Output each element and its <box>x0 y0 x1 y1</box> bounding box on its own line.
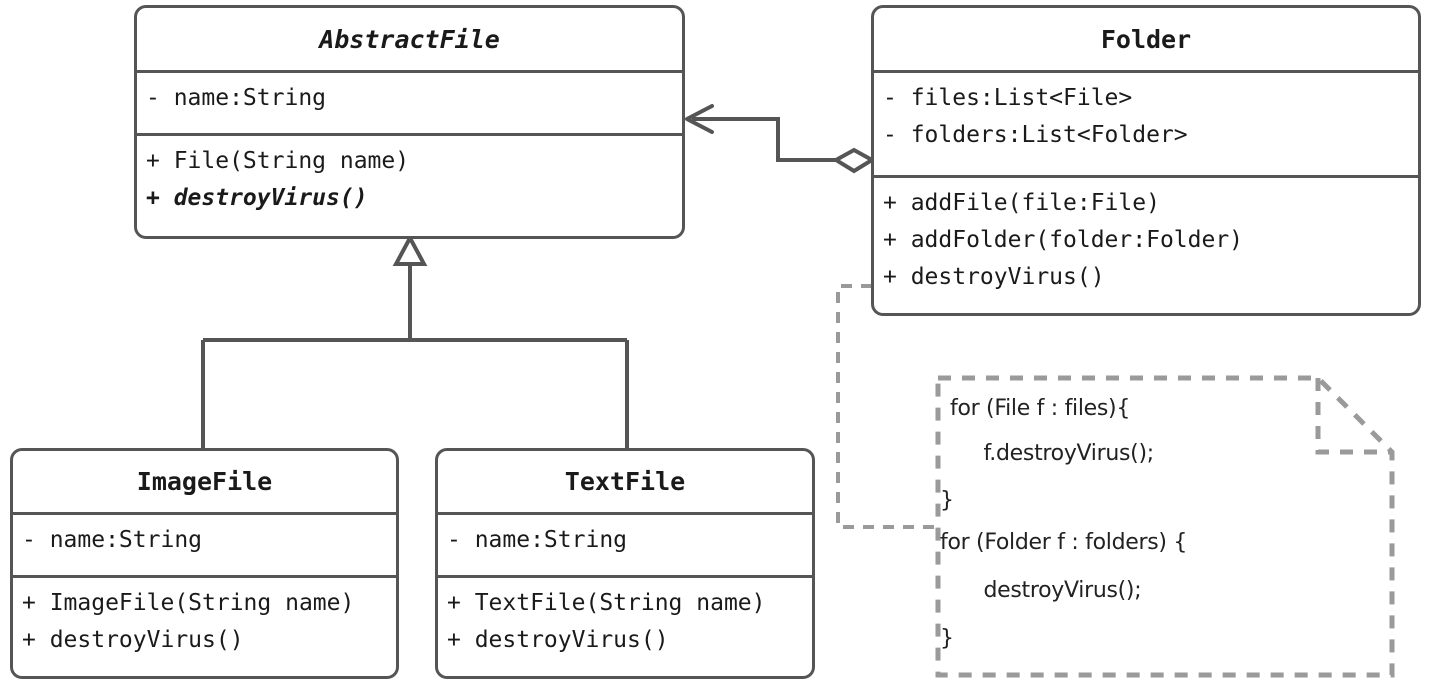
note-line: for (File f : files){ <box>950 396 1131 421</box>
method-row: + TextFile(String name) <box>447 590 766 616</box>
note-line: f.destroyVirus(); <box>950 441 1154 466</box>
attributes-compartment-folder: - files:List<File> - folders:List<Folder… <box>874 70 1418 175</box>
hollow-triangle-icon <box>392 233 428 266</box>
method-row: + addFolder(folder:Folder) <box>883 227 1244 253</box>
note-line: } <box>940 488 954 513</box>
methods-compartment-folder: + addFile(file:File) + addFolder(folder:… <box>874 175 1418 313</box>
open-diamond-icon <box>832 147 876 174</box>
generalization-connector <box>201 233 629 448</box>
note-anchor-line <box>836 284 940 529</box>
attribute-row: - files:List<File> <box>883 85 1133 111</box>
attribute-row: - folders:List<Folder> <box>883 122 1188 148</box>
attributes-compartment-textfile: - name:String <box>438 512 812 575</box>
class-name-imagefile: ImageFile <box>136 467 273 496</box>
class-box-textfile[interactable]: TextFile - name:String + TextFile(String… <box>435 448 815 679</box>
attribute-row: - name:String <box>146 85 327 111</box>
generalization-line <box>201 262 629 448</box>
method-row: + addFile(file:File) <box>883 190 1160 216</box>
attributes-compartment-imagefile: - name:String <box>13 512 396 575</box>
aggregation-connector <box>685 104 876 174</box>
class-name-textfile: TextFile <box>564 467 686 496</box>
class-box-imagefile[interactable]: ImageFile - name:String + ImageFile(Stri… <box>10 448 399 679</box>
note-line: destroyVirus(); <box>950 578 1142 603</box>
method-row: + ImageFile(String name) <box>22 590 355 616</box>
attribute-row: - name:String <box>22 527 203 553</box>
code-note[interactable]: for (File f : files){ f.destroyVirus(); … <box>938 378 1392 675</box>
class-box-abstractfile[interactable]: AbstractFile - name:String + File(String… <box>134 5 685 239</box>
class-name-abstractfile: AbstractFile <box>319 24 500 54</box>
note-line: for (Folder f : folders) { <box>940 530 1188 555</box>
method-row: + destroyVirus() <box>883 264 1105 290</box>
methods-compartment-textfile: + TextFile(String name) + destroyVirus() <box>438 575 812 676</box>
methods-compartment-imagefile: + ImageFile(String name) + destroyVirus(… <box>13 575 396 676</box>
attributes-compartment-abstractfile: - name:String <box>137 70 682 133</box>
note-anchor-connector <box>836 284 940 529</box>
class-box-folder[interactable]: Folder - files:List<File> - folders:List… <box>871 5 1421 316</box>
method-row: + destroyVirus() <box>22 627 244 653</box>
method-row-abstract: + destroyVirus() <box>146 185 368 211</box>
methods-compartment-abstractfile: + File(String name) + destroyVirus() <box>137 133 682 236</box>
method-row: + File(String name) <box>146 148 410 174</box>
open-arrow-icon <box>685 104 714 134</box>
attribute-row: - name:String <box>447 527 628 553</box>
aggregation-line <box>692 117 836 162</box>
class-name-folder: Folder <box>1100 24 1192 54</box>
method-row: + destroyVirus() <box>447 627 669 653</box>
note-line: } <box>940 626 954 651</box>
